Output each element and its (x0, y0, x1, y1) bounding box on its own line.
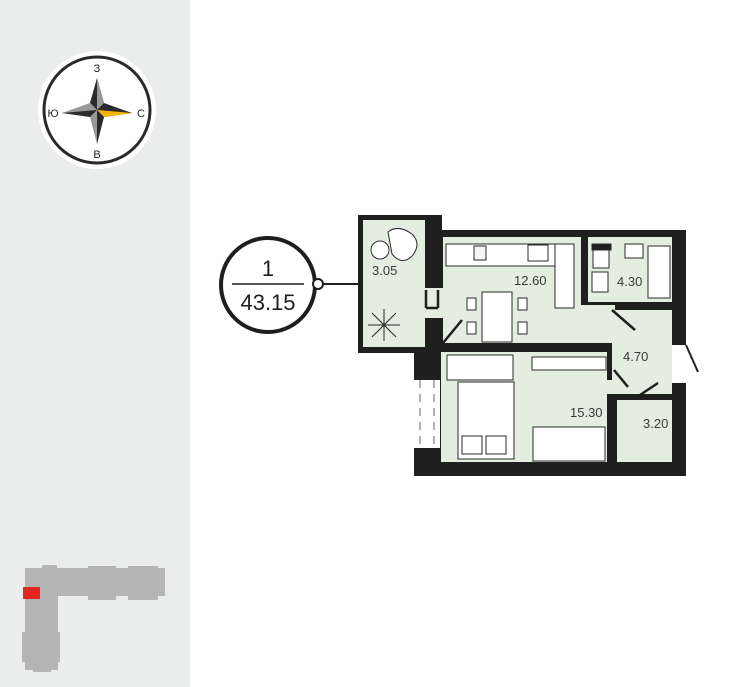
entrance-door[interactable] (672, 345, 687, 383)
area-bedroom: 15.30 (570, 405, 603, 420)
compass-north-label: С (137, 108, 145, 120)
plant-icon (368, 309, 400, 341)
window (414, 380, 440, 448)
compass-west-label: З (94, 63, 101, 75)
floor-plan: 3.05 12.60 4.30 4.70 15.30 3.20 (358, 215, 699, 476)
building-minimap[interactable] (22, 565, 165, 672)
area-closet: 3.20 (643, 416, 668, 431)
compass-south-label: Ю (47, 108, 58, 120)
total-area: 43.15 (240, 290, 295, 315)
rooms-count: 1 (262, 256, 274, 281)
compass: З Ю С В (38, 51, 156, 169)
apartment-location-marker (23, 587, 40, 599)
area-hall: 4.70 (623, 349, 648, 364)
area-bathroom: 4.30 (617, 274, 642, 289)
area-kitchen: 12.60 (514, 273, 547, 288)
compass-east-label: В (93, 149, 100, 161)
area-balcony: 3.05 (372, 263, 397, 278)
room-closet[interactable] (617, 400, 672, 462)
